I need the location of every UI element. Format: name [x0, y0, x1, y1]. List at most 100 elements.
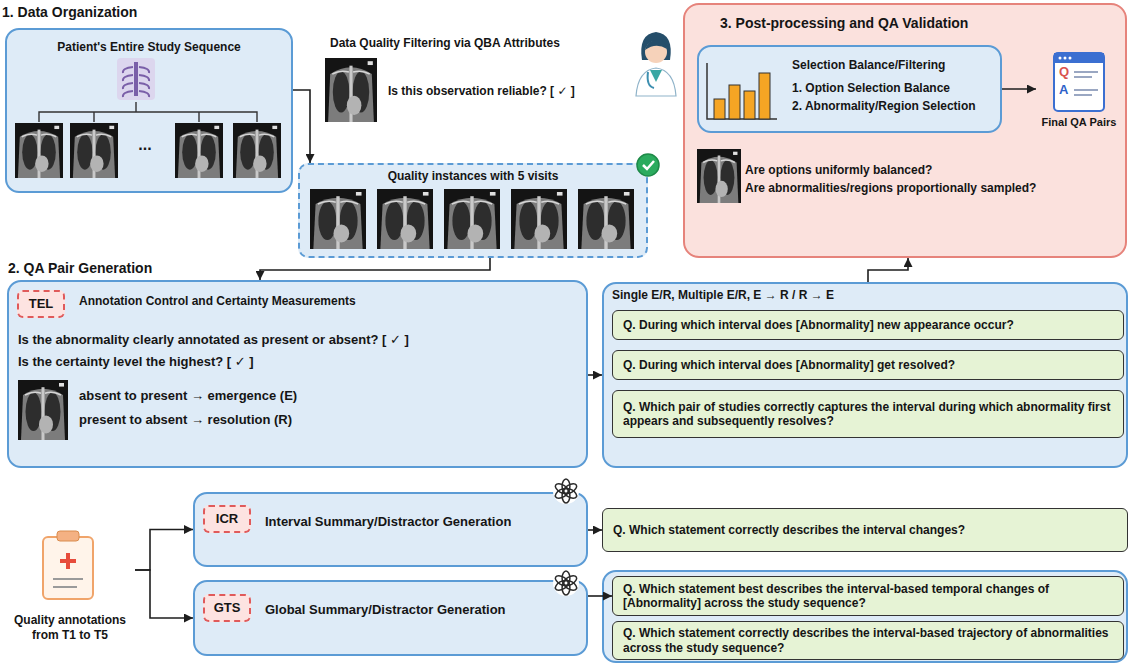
document-header	[1054, 53, 1104, 63]
xray-image	[310, 189, 366, 249]
medical-cross	[60, 553, 76, 569]
xray-tag	[109, 126, 114, 129]
ai-logo	[553, 570, 579, 596]
node-text: 3. Post-processing and QA Validation	[720, 15, 1120, 32]
node-text: Selection Balance/Filtering	[792, 58, 997, 73]
text-frame: Quality instances with 5 visits	[298, 169, 648, 184]
xray-film	[70, 123, 118, 178]
question-box: Q. Which pair of studies correctly captu…	[612, 390, 1124, 438]
text-frame: present to absent → resolution (R)	[79, 412, 499, 428]
connector-arrow	[260, 258, 490, 280]
xray-image	[18, 380, 68, 440]
node-text: Quality annotations from T1 to T5	[5, 613, 135, 642]
connector-arrow	[588, 374, 602, 376]
xray-film	[310, 189, 366, 249]
process-box: Global Summary/Distractor Generation GTS	[193, 580, 588, 656]
free-label: Q	[1059, 64, 1073, 80]
free-label: ...	[125, 135, 165, 155]
icon-node: Final QA Pairs	[1036, 52, 1122, 142]
clipboard-clip	[57, 531, 79, 541]
chart-bar	[729, 85, 740, 119]
text-frame: Is this observation reliable? [ ✓ ]	[388, 84, 628, 99]
node-text: 2. Abnormality/Region Selection	[792, 99, 997, 114]
xray-film	[444, 189, 500, 249]
connector-arrow	[135, 530, 193, 571]
doctor-bangs	[645, 40, 667, 50]
node-text: 2. QA Pair Generation	[8, 260, 228, 277]
logo-petal	[554, 482, 571, 496]
question-box: Q. Which statement best describes the in…	[612, 576, 1124, 616]
text-frame: Q. Which statement correctly describes t…	[613, 523, 1118, 538]
text-frame: ...	[125, 135, 165, 155]
xray-image	[578, 189, 634, 249]
text-frame: Global Summary/Distractor Generation	[265, 602, 575, 618]
xray-film	[578, 189, 634, 249]
header-dot	[1064, 57, 1067, 60]
doctor-coat	[636, 68, 676, 96]
xray-tag	[624, 192, 630, 196]
text-frame: absent to present → emergence (E)	[79, 388, 499, 404]
question-text: Q. Which statement best describes the in…	[623, 582, 1113, 611]
text-frame: 1. Option Selection Balance	[792, 81, 997, 96]
ai-logo	[553, 478, 579, 504]
xray-heart	[401, 224, 417, 242]
logo-bg	[553, 478, 579, 504]
process-box: Single E/R, Multiple E/R, E → R / R → EQ…	[602, 282, 1128, 468]
check-mark	[643, 161, 654, 169]
node-text: ICR	[205, 511, 249, 527]
text-frame: Are abnormalities/regions proportionally…	[745, 181, 1120, 196]
text-frame: Final QA Pairs	[1036, 116, 1122, 129]
text-frame: Patient's Entire Study Sequence	[5, 40, 293, 55]
text-frame: Selection Balance/Filtering	[792, 58, 997, 73]
chart-axis	[707, 63, 777, 119]
node-text: GTS	[205, 600, 249, 616]
doctor-scrubs	[650, 70, 662, 82]
logo-bg	[553, 570, 579, 596]
xray-heart	[39, 415, 53, 433]
xray-clavicle	[22, 134, 57, 136]
document-icon	[1054, 53, 1104, 111]
xray-image	[697, 149, 741, 203]
text-frame: Q. Which pair of studies correctly captu…	[623, 400, 1113, 429]
xray-image	[175, 123, 223, 178]
xray-clavicle	[182, 134, 217, 136]
xray-tag	[368, 61, 373, 65]
connector-arrow	[868, 258, 908, 282]
node-text: Annotation Control and Certainty Measure…	[79, 294, 559, 309]
text-frame: Q. During which interval does [Abnormali…	[623, 318, 1113, 333]
xray-tag	[557, 192, 563, 196]
free-label: Is this observation reliable? [ ✓ ]	[388, 84, 628, 99]
connector-arrow	[135, 570, 193, 618]
connector-arrow	[588, 595, 612, 597]
xray-image	[511, 189, 567, 249]
text-frame: Q. Which statement correctly describes t…	[623, 626, 1113, 655]
xray-film	[233, 123, 281, 178]
xray-heart	[715, 181, 727, 197]
node-text: Is the abnormality clearly annotated as …	[18, 332, 578, 348]
xray-clavicle	[318, 201, 358, 204]
icon-spine	[134, 62, 138, 96]
text-frame: Q	[1059, 64, 1073, 80]
text-frame: Are options uniformly balanced?	[745, 163, 1115, 178]
question-text: Q. Which pair of studies correctly captu…	[623, 400, 1113, 429]
text-frame: Quality annotations from T1 to T5	[5, 613, 135, 642]
xray-film	[175, 123, 223, 178]
xray-clavicle	[332, 71, 369, 74]
question-text: Q. During which interval does [Abnormali…	[623, 358, 1113, 373]
xray-tag	[423, 192, 429, 196]
xray-tag	[490, 192, 496, 196]
clipboard-lines	[53, 579, 83, 587]
xray-tag	[733, 152, 737, 155]
free-label: Data Quality Filtering via QBA Attribute…	[330, 36, 630, 51]
dashed-group-box: Quality instances with 5 visits	[298, 163, 648, 258]
header-dot	[1069, 57, 1072, 60]
clipboard-icon	[43, 537, 93, 599]
question-box: Q. Which statement correctly describes t…	[602, 508, 1128, 552]
xray-image	[377, 189, 433, 249]
xray-clavicle	[519, 201, 559, 204]
text-frame: GTS	[205, 600, 249, 616]
process-box: 2. QA Pair GenerationAnnotation Control …	[7, 280, 588, 468]
node-text: Global Summary/Distractor Generation	[265, 602, 575, 618]
xray-image	[444, 189, 500, 249]
xray-image	[70, 123, 118, 178]
